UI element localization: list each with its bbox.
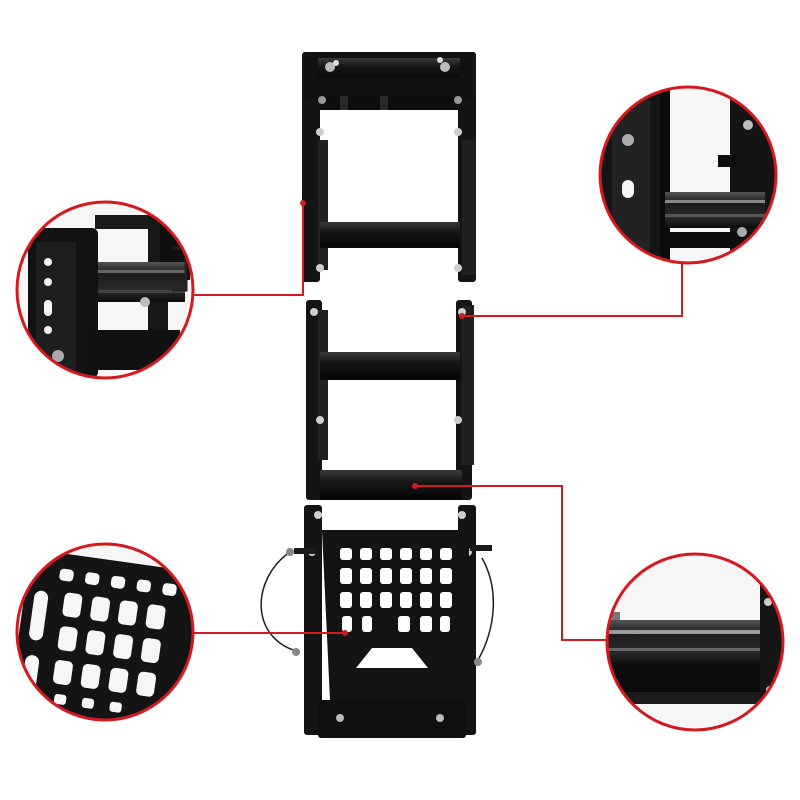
top-bracket: [304, 52, 474, 110]
step-rung-3: [320, 470, 462, 500]
safety-cable: [260, 551, 495, 661]
callout-hinge-bracket: [15, 200, 195, 380]
callout-dots: [300, 200, 465, 636]
callout-lines: [193, 203, 683, 641]
callout-top-rail: [598, 85, 778, 265]
ladder: [260, 52, 495, 738]
step-rung-2: [320, 352, 460, 380]
callout-perforated-panel: [15, 542, 195, 722]
perforated-panel: [294, 530, 492, 738]
callout-step-rung: [605, 552, 785, 732]
step-rung-1: [320, 222, 460, 248]
left-rail: [302, 52, 328, 735]
